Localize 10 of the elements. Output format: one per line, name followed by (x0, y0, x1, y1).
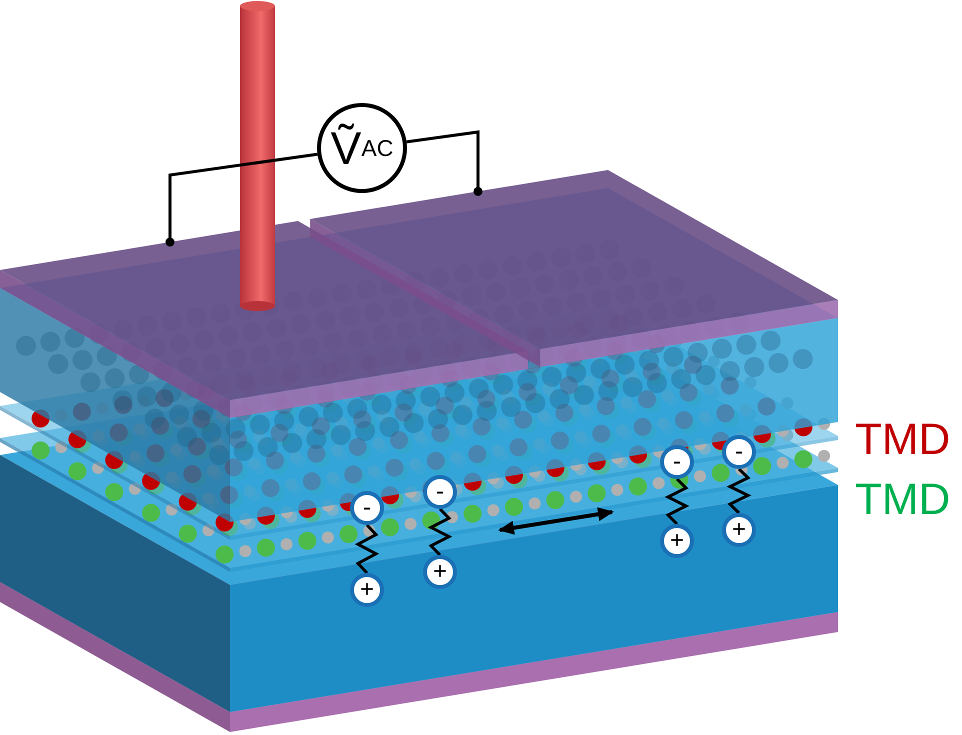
layer-label: TMD (855, 418, 950, 462)
spring-bond (428, 508, 452, 556)
wire (166, 152, 318, 247)
electrode-plate (0, 221, 528, 418)
wire (406, 130, 482, 196)
spring-bond (354, 524, 380, 574)
layer-label: TMD (855, 478, 950, 522)
spring-bond (726, 468, 752, 514)
electrode-plate (310, 170, 838, 367)
spring-bond (664, 478, 690, 526)
